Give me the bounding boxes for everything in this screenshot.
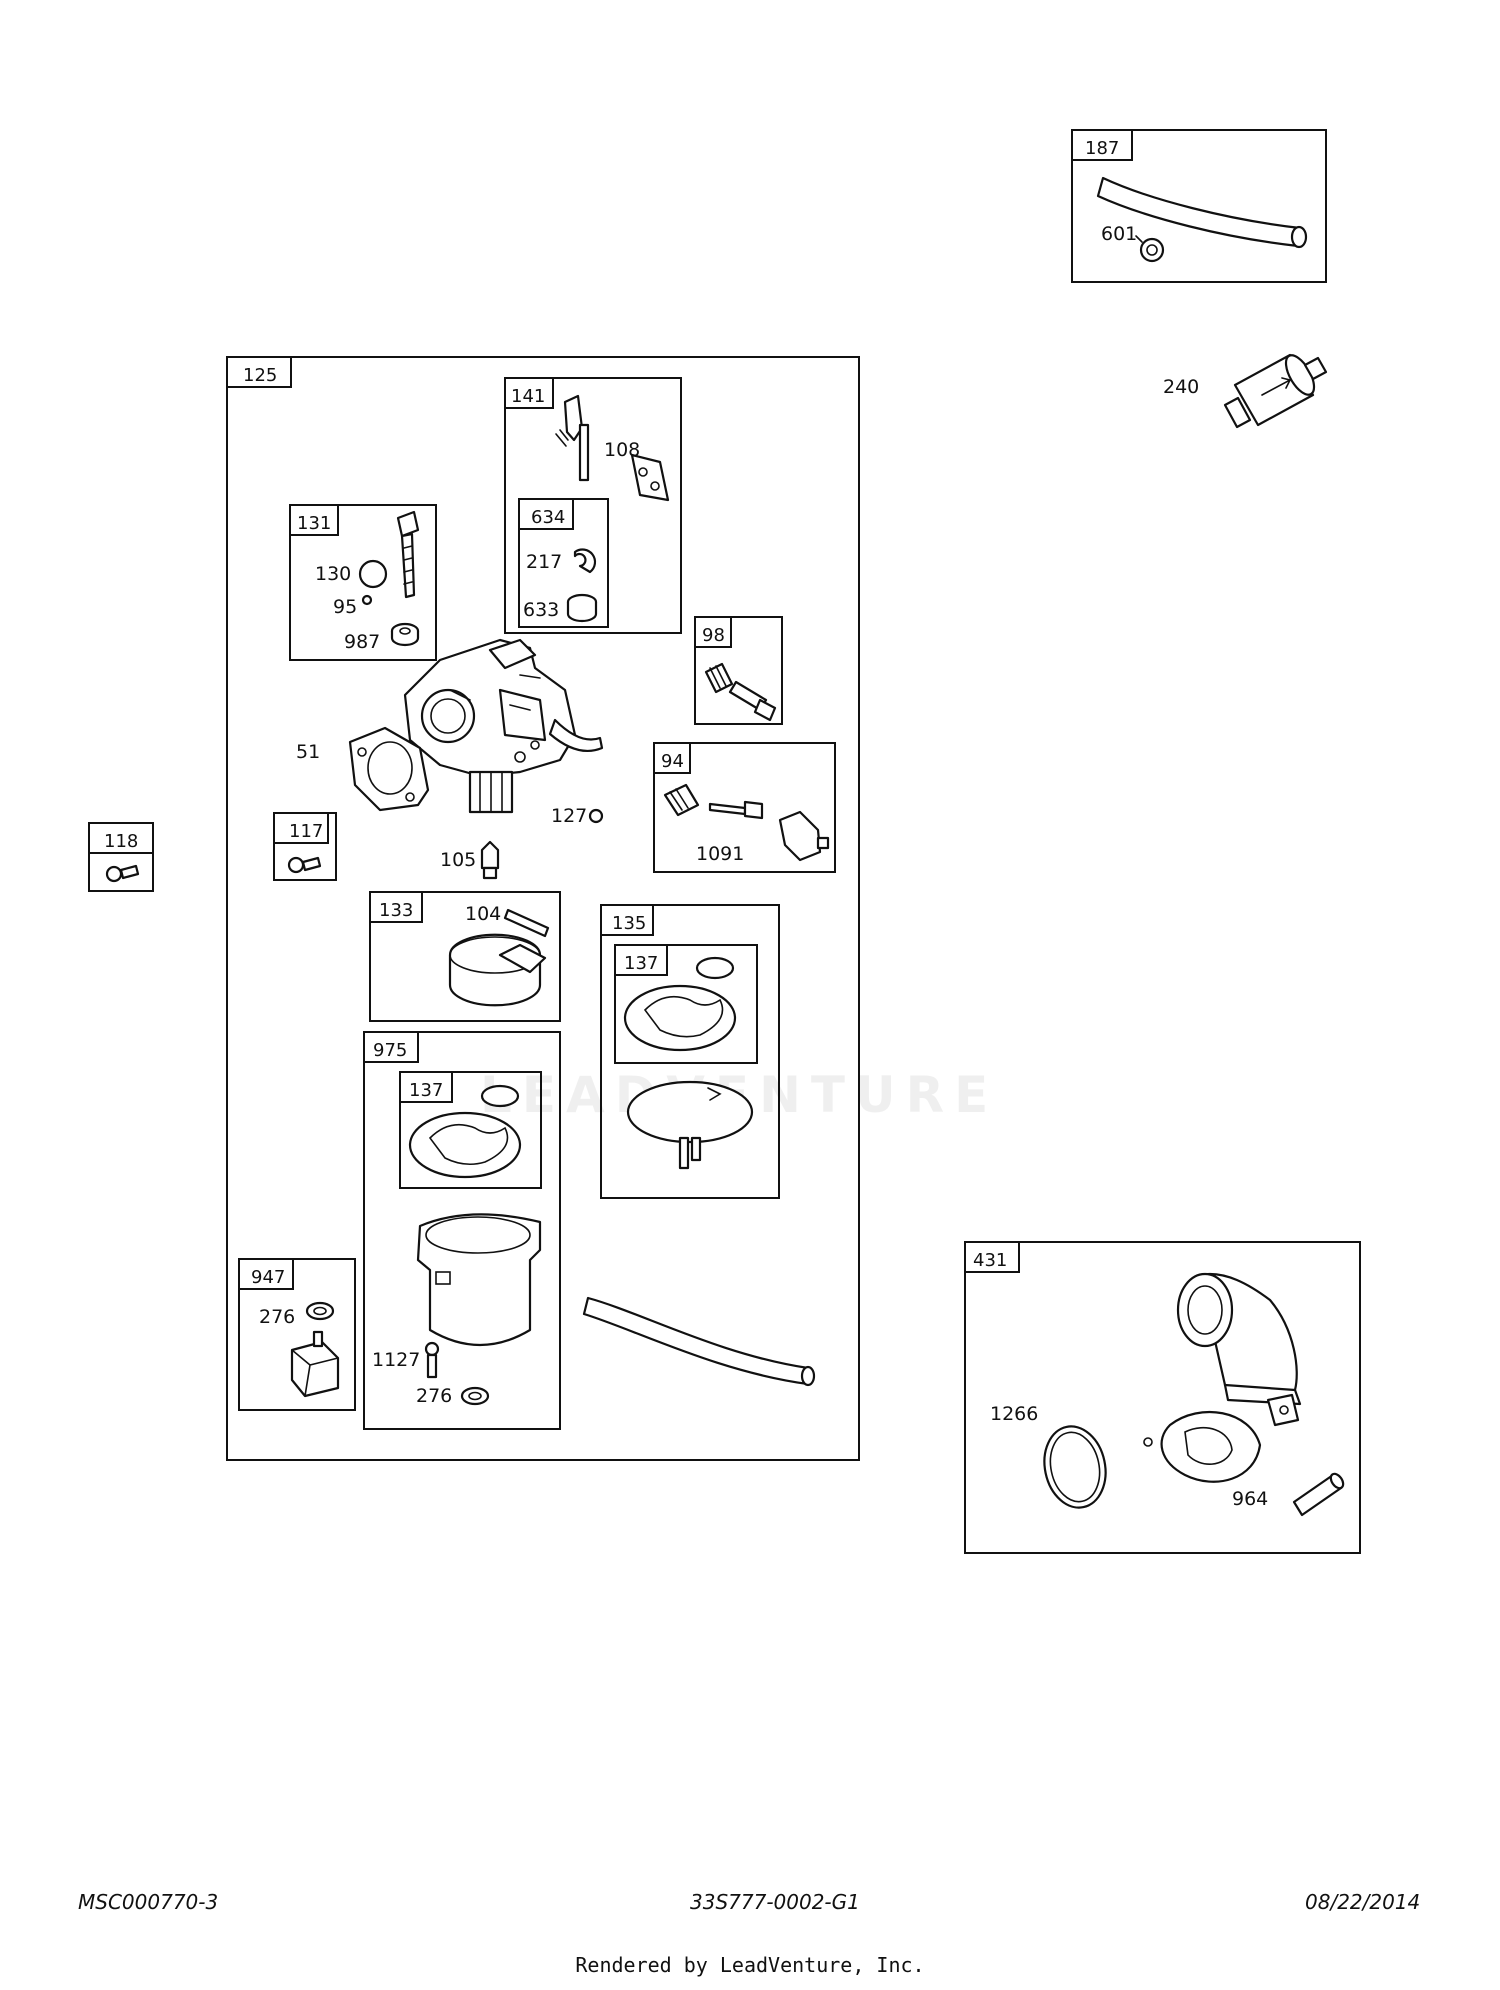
- box-137-b[interactable]: 137: [399, 1071, 542, 1189]
- callout-1091: 1091: [696, 843, 744, 865]
- box-118[interactable]: 118: [88, 822, 154, 892]
- solenoid-1091-part[interactable]: [778, 810, 830, 862]
- callout-104: 104: [465, 903, 501, 925]
- footer-date: 08/22/2014: [1305, 1890, 1421, 1914]
- box-number: 117: [289, 821, 323, 842]
- fuel-filter-part[interactable]: [1223, 351, 1328, 429]
- callout-95: 95: [333, 596, 357, 618]
- box-number: 187: [1085, 138, 1119, 159]
- rendered-by-text: Rendered by LeadVenture, Inc.: [575, 1953, 925, 1977]
- box-117[interactable]: 117: [273, 812, 337, 881]
- spring-217-part[interactable]: [573, 548, 597, 574]
- throttle-plate-part[interactable]: [358, 559, 388, 589]
- footer-center-code: 33S777-0002-G1: [690, 1890, 860, 1914]
- box-number: 118: [104, 831, 138, 852]
- float-133-part[interactable]: [448, 933, 547, 1007]
- callout-1127: 1127: [372, 1349, 420, 1371]
- box-975[interactable]: 975: [363, 1031, 561, 1430]
- callout-105: 105: [440, 849, 476, 871]
- main-jet-94-part[interactable]: [663, 783, 764, 820]
- seal-987-part[interactable]: [390, 622, 420, 647]
- box-number: 137: [624, 953, 658, 974]
- gasket-108-part[interactable]: [630, 453, 670, 502]
- box-135[interactable]: 135: [600, 904, 780, 1199]
- bowl-screw-1127-part[interactable]: [424, 1341, 440, 1379]
- callout-601: 601: [1101, 223, 1137, 245]
- fuel-line-part[interactable]: [1096, 176, 1308, 249]
- washer-276-a-part[interactable]: [305, 1301, 335, 1321]
- callout-987: 987: [344, 631, 380, 653]
- callout-633: 633: [523, 599, 559, 621]
- gasket-137-b-part[interactable]: [408, 1084, 522, 1179]
- box-137-a[interactable]: 137: [614, 944, 758, 1064]
- bushing-633-part[interactable]: [566, 593, 598, 623]
- callout-276-b: 276: [416, 1385, 452, 1407]
- callout-51: 51: [296, 741, 320, 763]
- box-number: 131: [297, 513, 331, 534]
- carburetor-body-part[interactable]: [403, 638, 604, 814]
- callout-1266: 1266: [990, 1403, 1038, 1425]
- washer-276-b-part[interactable]: [460, 1386, 490, 1406]
- box-number: 98: [702, 625, 725, 646]
- solenoid-947-part[interactable]: [290, 1330, 340, 1398]
- screw-117-part[interactable]: [287, 856, 322, 874]
- box-number: 634: [531, 507, 565, 528]
- box-number: 431: [973, 1250, 1007, 1271]
- clip-127-part[interactable]: [588, 808, 604, 824]
- box-number: 94: [661, 751, 684, 772]
- callout-276-a: 276: [259, 1306, 295, 1328]
- callout-108: 108: [604, 439, 640, 461]
- callout-130: 130: [315, 563, 351, 585]
- box-141[interactable]: 141: [504, 377, 682, 634]
- box-125[interactable]: 125: [226, 356, 860, 1461]
- idle-screw-98-part[interactable]: [704, 662, 777, 722]
- screw-118-part[interactable]: [105, 864, 140, 883]
- box-number: 133: [379, 900, 413, 921]
- throttle-shaft-part[interactable]: [396, 510, 420, 599]
- o-ring-1266-part[interactable]: [1037, 1421, 1113, 1514]
- float-bowl-part[interactable]: [416, 1213, 542, 1346]
- box-187[interactable]: 187: [1071, 129, 1327, 283]
- inlet-needle-105-part[interactable]: [480, 840, 500, 880]
- box-431[interactable]: 431: [964, 1241, 1361, 1554]
- box-number: 141: [511, 386, 545, 407]
- box-133[interactable]: 133: [369, 891, 561, 1022]
- box-98[interactable]: 98: [694, 616, 783, 725]
- callout-217: 217: [526, 551, 562, 573]
- box-947[interactable]: 947: [238, 1258, 356, 1411]
- gasket-51-part[interactable]: [348, 726, 430, 812]
- box-94[interactable]: 94: [653, 742, 836, 873]
- callout-964: 964: [1232, 1488, 1268, 1510]
- box-number: 947: [251, 1267, 285, 1288]
- box-131[interactable]: 131: [289, 504, 437, 661]
- choke-shaft-part[interactable]: [555, 394, 590, 482]
- callout-240: 240: [1163, 376, 1199, 398]
- hose-clamp-part[interactable]: [1135, 235, 1165, 263]
- diaphragm-plate-part[interactable]: [626, 1080, 754, 1170]
- box-634[interactable]: 634: [518, 498, 609, 628]
- gasket-137-a-part[interactable]: [623, 956, 737, 1052]
- footer-left-code: MSC000770-3: [78, 1890, 219, 1914]
- screw-95-part[interactable]: [361, 594, 373, 606]
- float-pin-104-part[interactable]: [503, 908, 550, 938]
- box-number: 137: [409, 1080, 443, 1101]
- callout-127: 127: [551, 805, 587, 827]
- tube-964-part[interactable]: [1292, 1472, 1346, 1517]
- intake-elbow-part[interactable]: [1143, 1272, 1302, 1483]
- box-number: 975: [373, 1040, 407, 1061]
- box-number: 135: [612, 913, 646, 934]
- box-number: 125: [243, 365, 277, 386]
- fuel-hose-part[interactable]: [582, 1296, 816, 1387]
